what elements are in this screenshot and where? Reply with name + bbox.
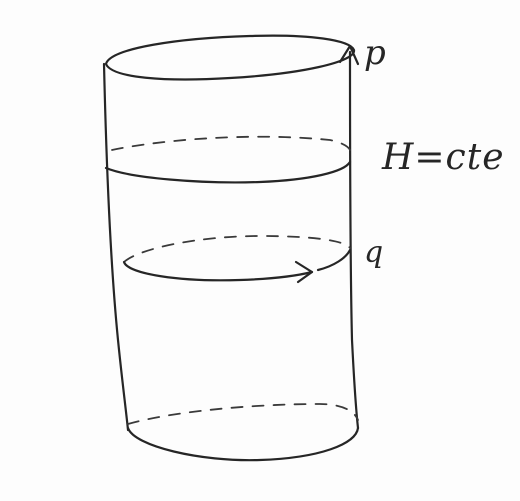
middle-section-front [122, 260, 314, 282]
q-arrow-head [294, 260, 314, 284]
middle-section-back-dashed [123, 235, 351, 263]
left-wall [102, 62, 130, 432]
upper-section-front [104, 160, 352, 184]
label-h-constant: H=cte [382, 137, 505, 178]
bottom-back-dashed [127, 403, 359, 425]
top-rim-ellipse [104, 34, 356, 81]
bottom-front-edge [126, 426, 360, 462]
p-arrow-head [338, 44, 360, 66]
right-wall [348, 50, 360, 430]
label-q: q [364, 235, 384, 270]
label-p: p [364, 33, 386, 73]
middle-section-right-tail [316, 248, 352, 272]
upper-section-back-dashed [111, 135, 351, 151]
